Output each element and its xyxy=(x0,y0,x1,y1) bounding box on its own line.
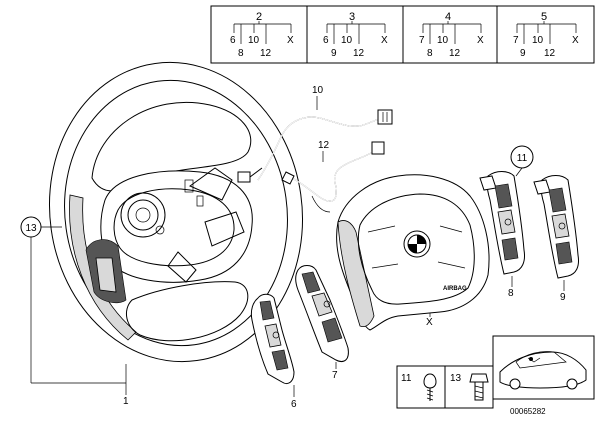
variant-table: 2 6 10 X 8 12 3 6 10 X 9 xyxy=(210,5,595,64)
variant-bottom: 12 xyxy=(260,48,272,59)
variant-top: 7 xyxy=(419,35,425,46)
callout-label: 10 xyxy=(312,85,324,96)
variant-bottom: 12 xyxy=(544,48,556,59)
variant-id: 2 xyxy=(256,11,262,23)
callout-label: 6 xyxy=(291,399,297,410)
variant-top: 10 xyxy=(532,35,544,46)
variant-top: 7 xyxy=(513,35,519,46)
callout-11: 11 xyxy=(510,145,534,177)
legend-label: 11 xyxy=(401,373,412,384)
variant-bottom: 9 xyxy=(520,48,526,59)
variant-column-2: 2 6 10 X 8 12 xyxy=(230,11,294,59)
car-thumbnail xyxy=(492,335,595,400)
variant-top: 6 xyxy=(323,35,329,46)
variant-id: 4 xyxy=(445,11,451,23)
variant-top: 6 xyxy=(230,35,236,46)
legend-box-11: 11 xyxy=(396,365,446,409)
callout-label: 8 xyxy=(508,288,514,299)
cable-10: 10 xyxy=(257,85,393,181)
variant-column-5: 5 7 10 X 9 12 xyxy=(513,11,579,59)
callout-label: 13 xyxy=(25,223,37,234)
variant-bottom: 8 xyxy=(238,48,244,59)
variant-top: X xyxy=(381,35,388,46)
switch-8: 8 xyxy=(479,171,525,299)
callout-label: X xyxy=(426,317,433,328)
callout-label: 1 xyxy=(123,396,129,407)
legend-box-13: 13 xyxy=(444,365,494,409)
callout-label: 9 xyxy=(560,292,566,303)
variant-top: X xyxy=(572,35,579,46)
switch-6: 6 xyxy=(250,293,297,410)
switch-9: 9 xyxy=(533,175,579,303)
variant-column-4: 4 7 10 X 8 12 xyxy=(419,11,484,59)
steering-wheel xyxy=(48,61,304,363)
variant-bottom: 12 xyxy=(449,48,461,59)
airbag-module: AIRBAG X xyxy=(336,174,490,331)
legend-label: 13 xyxy=(450,373,462,384)
variant-column-3: 3 6 10 X 9 12 xyxy=(323,11,388,59)
variant-top: X xyxy=(477,35,484,46)
variant-top: 10 xyxy=(341,35,353,46)
variant-bottom: 8 xyxy=(427,48,433,59)
switch-7: 7 xyxy=(295,265,349,381)
document-number: 00065282 xyxy=(510,407,546,416)
cable-12: 12 xyxy=(281,140,385,213)
callout-label: 12 xyxy=(318,140,330,151)
variant-bottom: 12 xyxy=(353,48,365,59)
variant-id: 3 xyxy=(349,11,355,23)
callout-label: 7 xyxy=(332,370,338,381)
variant-id: 5 xyxy=(541,11,547,23)
variant-top: 10 xyxy=(437,35,449,46)
airbag-badge: AIRBAG xyxy=(443,286,467,292)
variant-top: X xyxy=(287,35,294,46)
callout-label: 11 xyxy=(517,153,528,164)
variant-top: 10 xyxy=(248,35,260,46)
variant-bottom: 9 xyxy=(331,48,337,59)
callout-13: 13 1 xyxy=(20,216,129,407)
